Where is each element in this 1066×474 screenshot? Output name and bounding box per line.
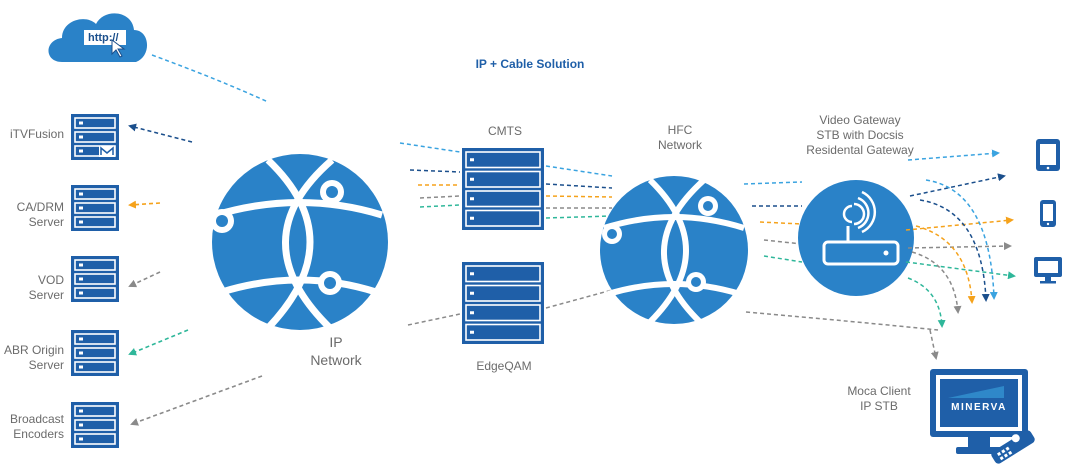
arrow-ip-to-itvfusion xyxy=(128,123,193,143)
rack-indicator xyxy=(79,337,83,341)
tv-screen-brand: MINERVA xyxy=(951,402,1007,413)
rack-indicator xyxy=(470,330,474,334)
rack-unit xyxy=(74,131,116,143)
rack-indicator xyxy=(79,423,83,427)
rack-indicator xyxy=(470,311,474,315)
rack-indicator xyxy=(79,409,83,413)
rack-unit xyxy=(74,347,116,359)
rack-unit xyxy=(74,188,116,200)
rack-indicator xyxy=(470,177,474,181)
hfc-network-label: HFC Network xyxy=(657,123,702,152)
cmts-to-hfc-lines xyxy=(545,165,613,309)
rack-unit xyxy=(465,151,541,169)
minerva-logo-icon xyxy=(99,146,115,157)
vod-server-label: VOD Server xyxy=(28,273,64,302)
rack-unit xyxy=(74,405,116,417)
broadcast-encoders-icon xyxy=(71,402,119,448)
rack-unit xyxy=(74,333,116,345)
rack-indicator xyxy=(79,206,83,210)
rack-indicator xyxy=(79,277,83,281)
gateway-label: Video Gateway STB with Docsis Residental… xyxy=(806,113,914,157)
broadcast-encoders-label: Broadcast Encoders xyxy=(9,412,64,441)
vod-server-icon xyxy=(71,256,119,302)
cmts-icon xyxy=(462,148,544,230)
rack-indicator xyxy=(470,291,474,295)
rack-unit xyxy=(465,265,541,283)
abr-origin-server-icon xyxy=(71,330,119,376)
arrow-ip-to-abr xyxy=(128,329,189,356)
rack-body xyxy=(462,148,544,230)
rack-indicator xyxy=(79,149,83,153)
video-gateway-router-icon xyxy=(798,180,914,296)
itvfusion-label-text: iTVFusion xyxy=(9,127,64,141)
rack-indicator xyxy=(79,135,83,139)
remote-control-icon xyxy=(991,430,1035,464)
rack-unit xyxy=(465,323,541,341)
rack-indicator xyxy=(470,197,474,201)
tablet-icon xyxy=(1036,139,1060,171)
rack-unit xyxy=(465,190,541,208)
itvfusion-server-icon xyxy=(71,114,119,160)
itvfusion-label: iTVFusion xyxy=(0,127,64,142)
internet-cloud-icon: http:// xyxy=(48,13,148,63)
rack-unit xyxy=(74,287,116,299)
hfc-network-globe-icon xyxy=(600,176,748,325)
gateway-to-devices-arrows xyxy=(905,149,1016,360)
rack-body xyxy=(71,185,119,231)
rack-indicator xyxy=(79,220,83,224)
rack-indicator xyxy=(79,192,83,196)
rack-body xyxy=(71,256,119,302)
edgeqam-label: EdgeQAM xyxy=(476,359,532,373)
rack-body xyxy=(71,402,119,448)
smartphone-icon xyxy=(1040,200,1056,227)
ip-network-label: IP Network xyxy=(310,334,362,368)
rack-unit xyxy=(465,284,541,302)
ip-network-globe-icon xyxy=(210,154,388,331)
rack-unit xyxy=(465,304,541,322)
rack-unit xyxy=(74,117,116,129)
ip-to-cmts-lines xyxy=(399,142,461,326)
rack-unit xyxy=(74,202,116,214)
rack-indicator xyxy=(79,263,83,267)
rack-unit xyxy=(465,170,541,188)
rack-indicator xyxy=(79,291,83,295)
rack-indicator xyxy=(470,216,474,220)
ca-drm-server-icon xyxy=(71,185,119,231)
minerva-logo-mark xyxy=(100,146,114,155)
cmts-label: CMTS xyxy=(488,124,522,138)
moca-client-tv-icon: MINERVA xyxy=(930,369,1028,454)
rack-unit xyxy=(465,209,541,227)
rack-indicator xyxy=(79,121,83,125)
arrow-ip-to-encoders xyxy=(130,375,263,426)
rack-unit xyxy=(74,273,116,285)
rack-body xyxy=(462,262,544,344)
desktop-monitor-icon xyxy=(1034,257,1062,284)
rack-body xyxy=(71,330,119,376)
rack-unit xyxy=(74,216,116,228)
cloud-url-text: http:// xyxy=(88,32,119,44)
rack-indicator xyxy=(470,272,474,276)
rack-unit xyxy=(74,361,116,373)
edgeqam-icon xyxy=(462,262,544,344)
abr-origin-label: ABR Origin Server xyxy=(3,343,64,372)
arrow-ip-to-vod xyxy=(128,271,161,288)
ca-drm-label: CA/DRM Server xyxy=(16,200,64,229)
rack-unit xyxy=(74,433,116,445)
cloud-link-line xyxy=(151,54,269,103)
diagram-title: IP + Cable Solution xyxy=(475,57,585,71)
rack-unit xyxy=(74,419,116,431)
rack-indicator xyxy=(470,158,474,162)
rack-indicator xyxy=(79,437,83,441)
rack-indicator xyxy=(79,365,83,369)
hfc-to-gateway-lines xyxy=(743,181,939,331)
rack-indicator xyxy=(79,351,83,355)
rack-unit xyxy=(74,259,116,271)
arrow-ip-to-cadrm xyxy=(128,200,161,209)
moca-client-label: Moca Client IP STB xyxy=(847,384,911,413)
